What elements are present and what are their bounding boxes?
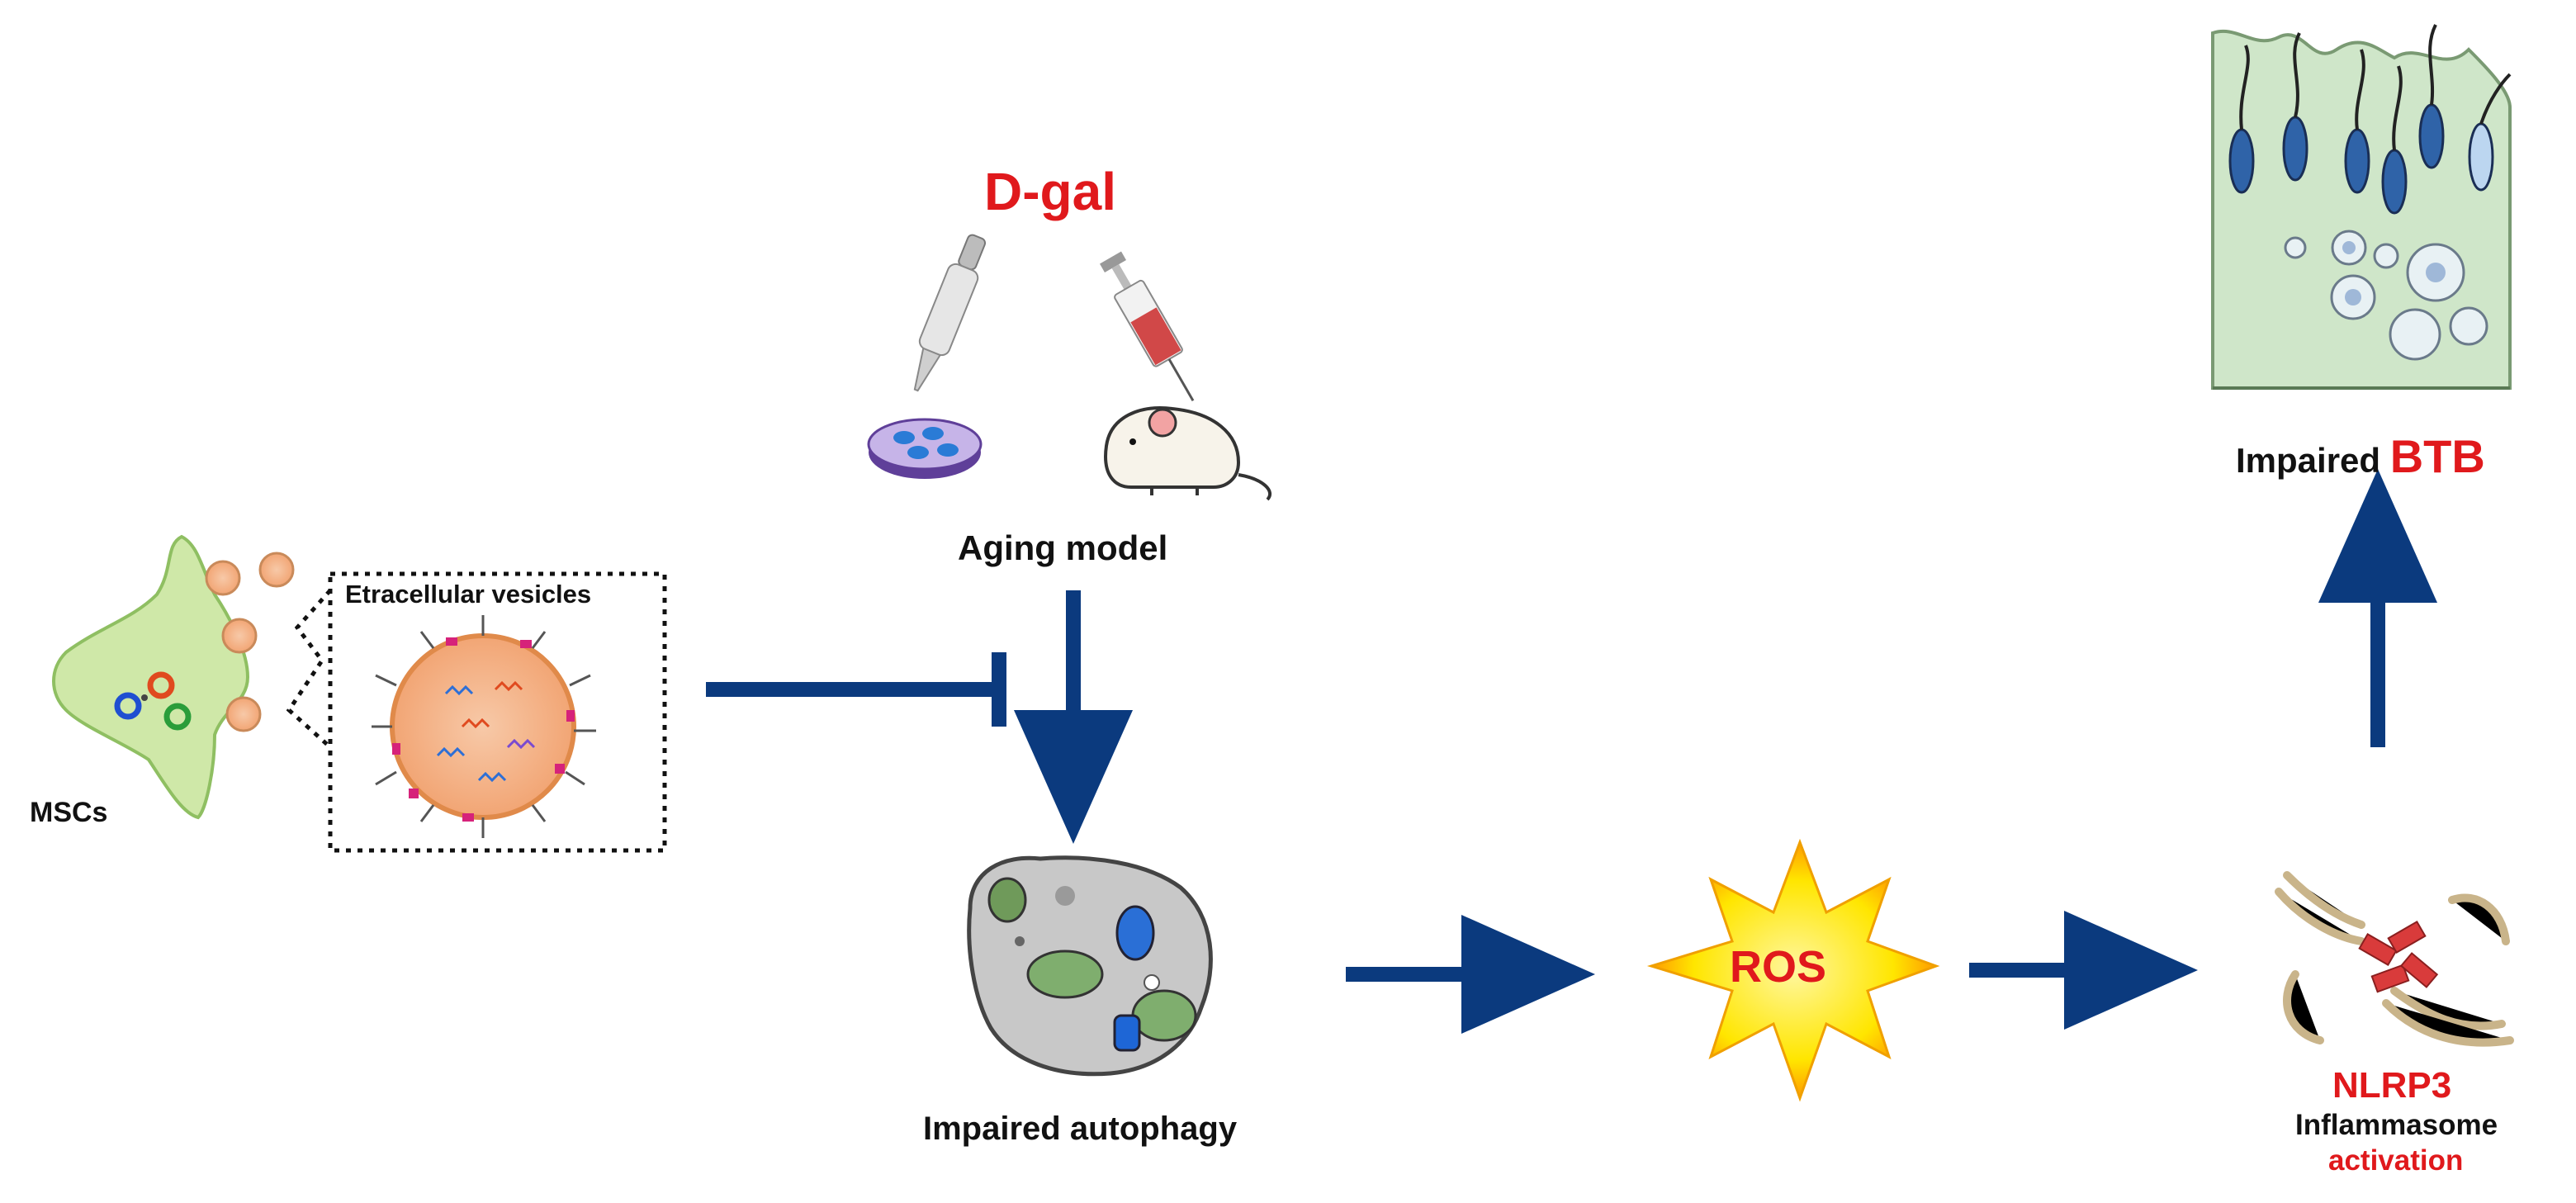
- ev-callout: [286, 571, 667, 853]
- pipette-icon: [913, 234, 987, 392]
- ros-burst-icon: [1646, 838, 1940, 1102]
- ros-label: ROS: [1730, 942, 1827, 992]
- ev-label: Etracellular vesicles: [345, 580, 592, 609]
- activation-label: activation: [2328, 1144, 2464, 1177]
- msc-label: MSCs: [30, 797, 108, 828]
- btb-text: BTB: [2389, 430, 2485, 482]
- impaired-autophagy-label: Impaired autophagy: [923, 1111, 1238, 1147]
- impaired-btb-prefix: Impaired: [2236, 441, 2381, 480]
- petri-dish-icon: [867, 418, 983, 479]
- nlrp3-inflammasome-icon: [2275, 871, 2514, 1047]
- seminiferous-epithelium-icon: [2211, 24, 2512, 390]
- dgal-label: D-gal: [984, 162, 1116, 221]
- aging-model-label: Aging model: [958, 528, 1168, 567]
- nlrp3-label: NLRP3: [2332, 1065, 2452, 1106]
- inflammasome-label: Inflammasome: [2295, 1109, 2498, 1141]
- autophagy-cell-icon: [967, 855, 1213, 1077]
- extracellular-vesicle-icon: [372, 615, 596, 838]
- mouse-icon: [1104, 406, 1272, 501]
- impaired-btb-label: Impaired BTB: [2236, 429, 2485, 483]
- syringe-icon: [1100, 251, 1195, 402]
- msc-cell-icon: [52, 534, 250, 820]
- small-vesicle-icon: [205, 552, 295, 732]
- inhibition-arrow: [706, 652, 1006, 727]
